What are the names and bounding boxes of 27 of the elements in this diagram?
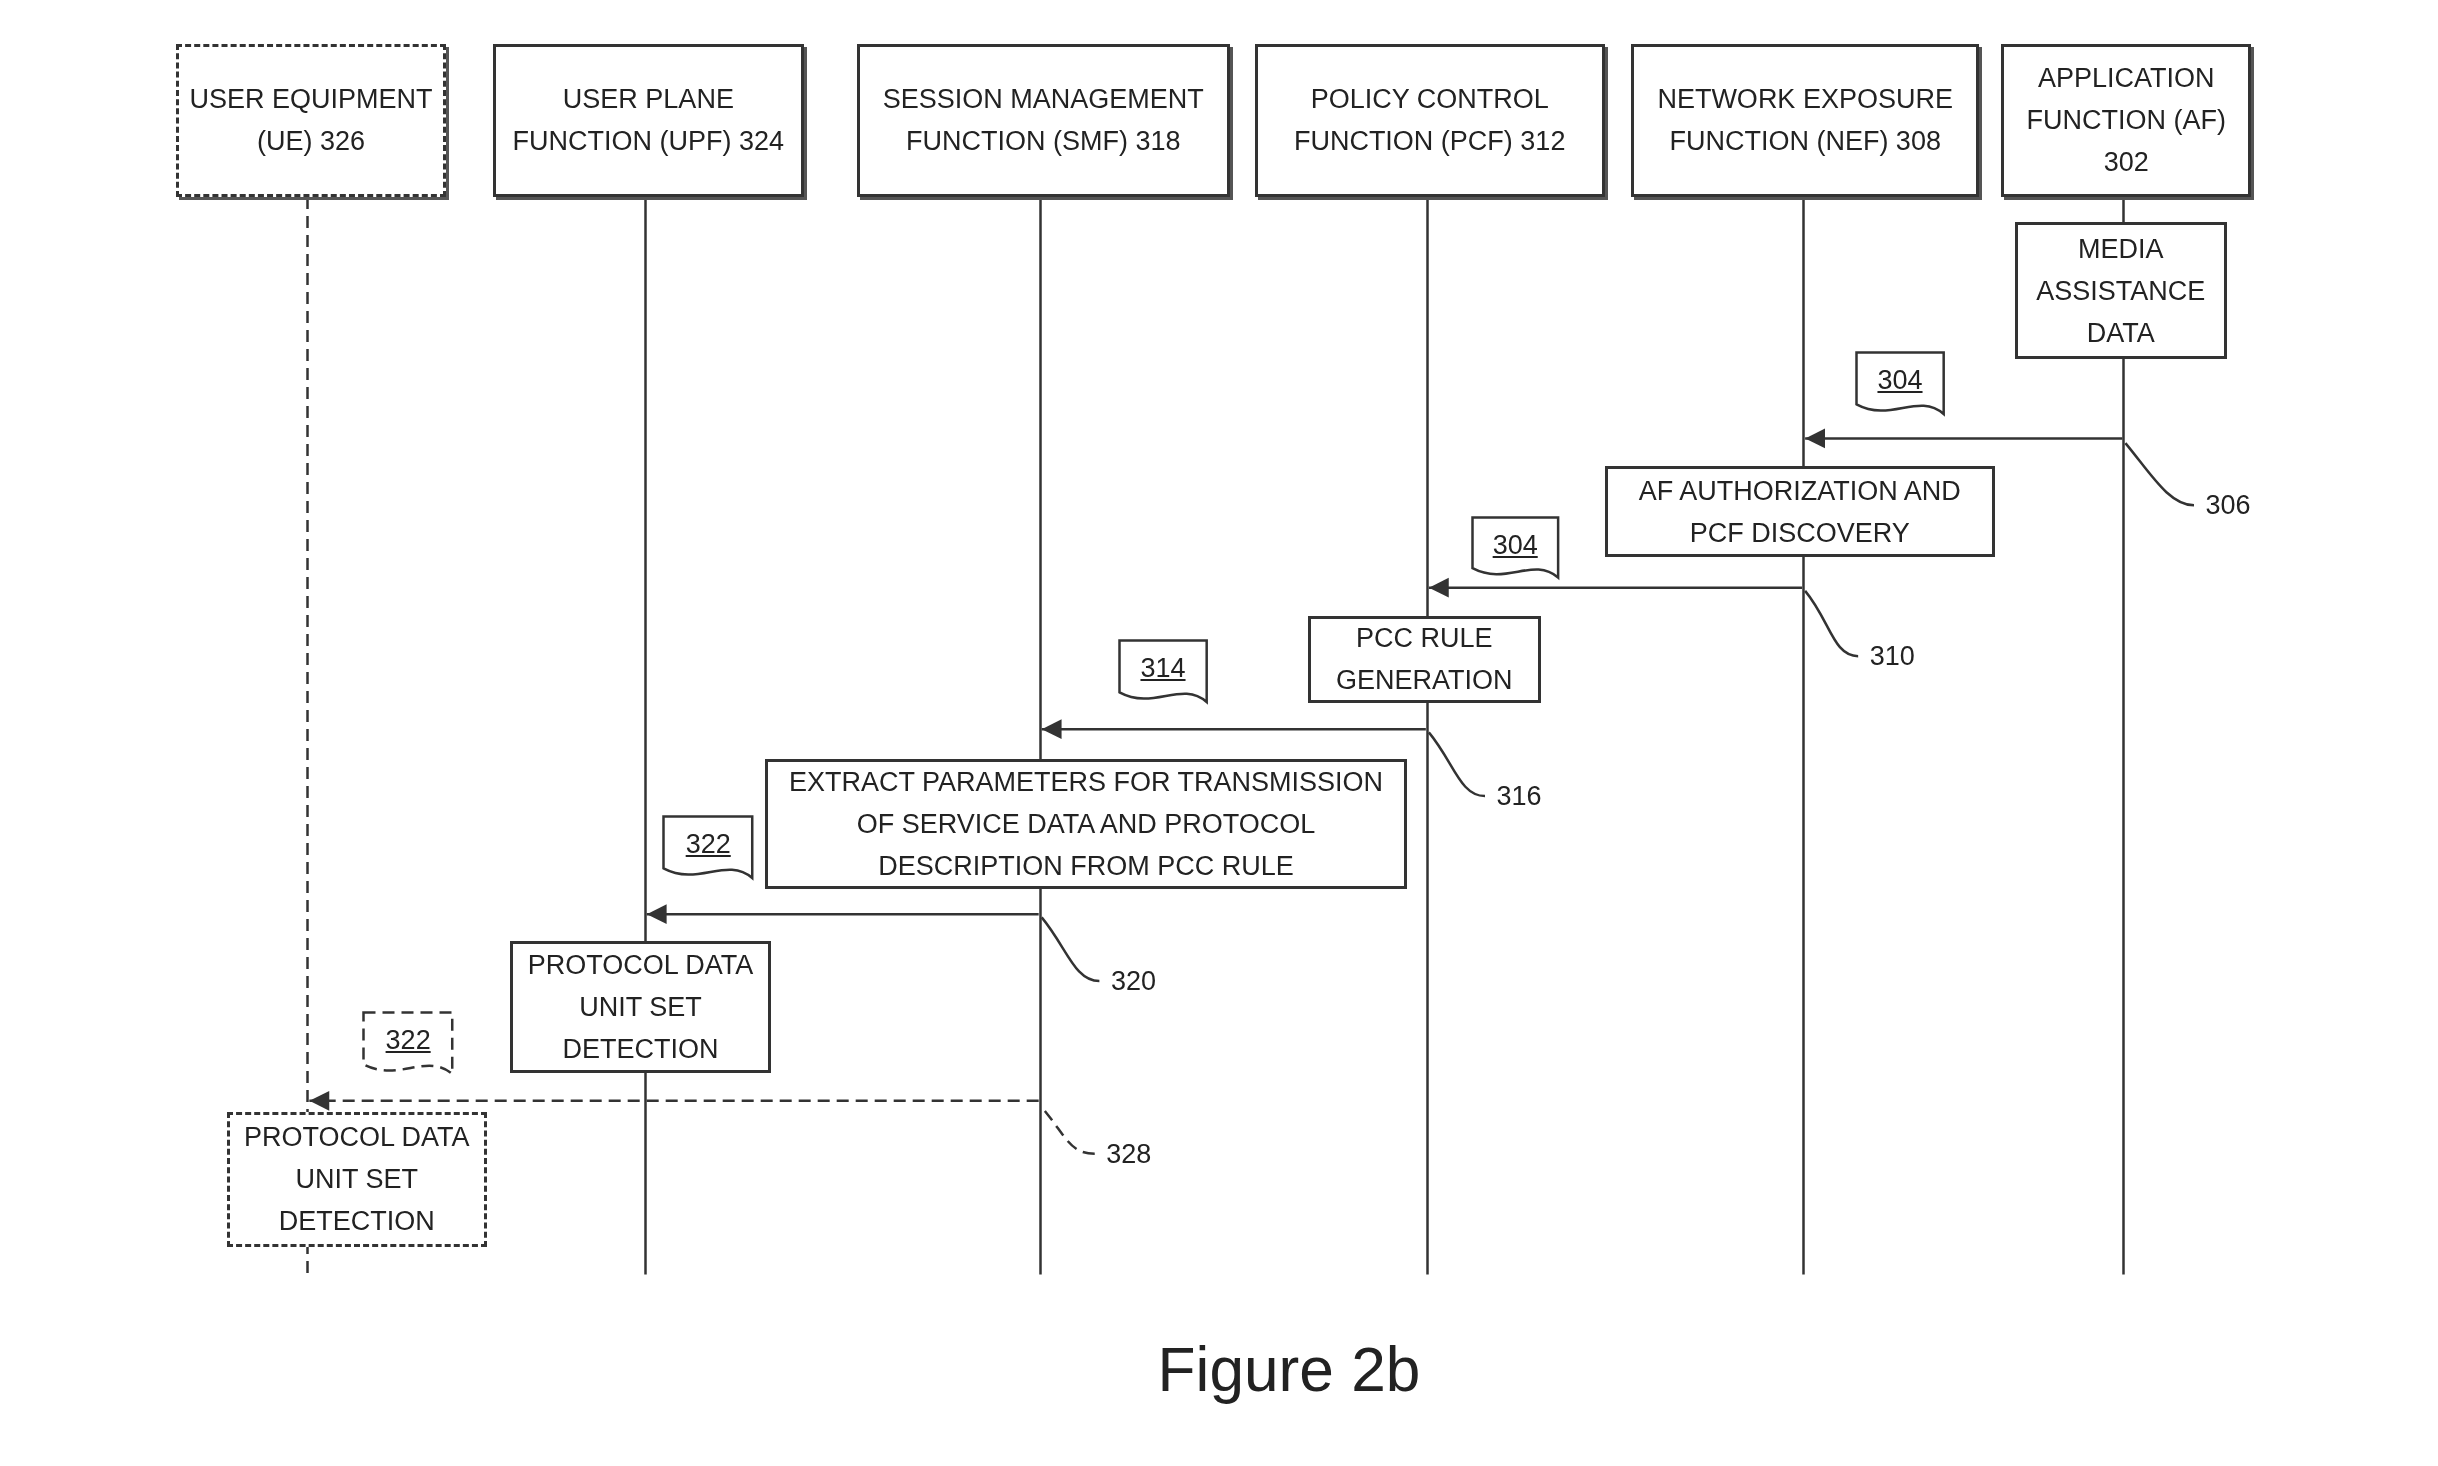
reference-numeral: 306 [2197,485,2260,526]
reference-numeral: 316 [1488,775,1551,817]
message-arrow [1041,719,1426,740]
participant-box: APPLICATION FUNCTION (AF) 302 [2001,43,2252,198]
process-box: PROTOCOL DATA UNIT SET DETECTION [227,1111,487,1247]
leader-line [2124,442,2195,507]
message-arrow [1805,428,2123,449]
message-arrow [646,904,1039,925]
reference-numeral: 320 [1102,960,1165,1002]
leader-line [1804,590,1859,658]
leader-line [1427,731,1486,798]
figure-caption: Figure 2b [1157,1334,1421,1406]
process-box: PROTOCOL DATA UNIT SET DETECTION [510,940,772,1073]
leader-line [1040,916,1100,983]
process-box: MEDIA ASSISTANCE DATA [2015,222,2227,360]
participant-box: POLICY CONTROL FUNCTION (PCF) 312 [1254,43,1605,198]
process-box: PCC RULE GENERATION [1307,615,1541,703]
process-box: AF AUTHORIZATION AND PCF DISCOVERY [1604,466,1995,557]
participant-box: NETWORK EXPOSURE FUNCTION (NEF) 308 [1631,43,1980,198]
participant-box: SESSION MANAGEMENT FUNCTION (SMF) 318 [856,43,1230,198]
participant-box: USER PLANE FUNCTION (UPF) 324 [492,43,804,198]
reference-numeral: 328 [1097,1133,1160,1174]
message-arrow [309,1090,1039,1111]
message-arrow [1428,577,1803,598]
reference-numeral: 310 [1861,635,1924,677]
process-box: EXTRACT PARAMETERS FOR TRANSMISSION OF SERVICE DATA AND PROTOCOL DESCRIPTION FROM PCC RULE [765,758,1408,890]
participant-box: USER EQUIPMENT (UE) 326 [175,43,447,198]
